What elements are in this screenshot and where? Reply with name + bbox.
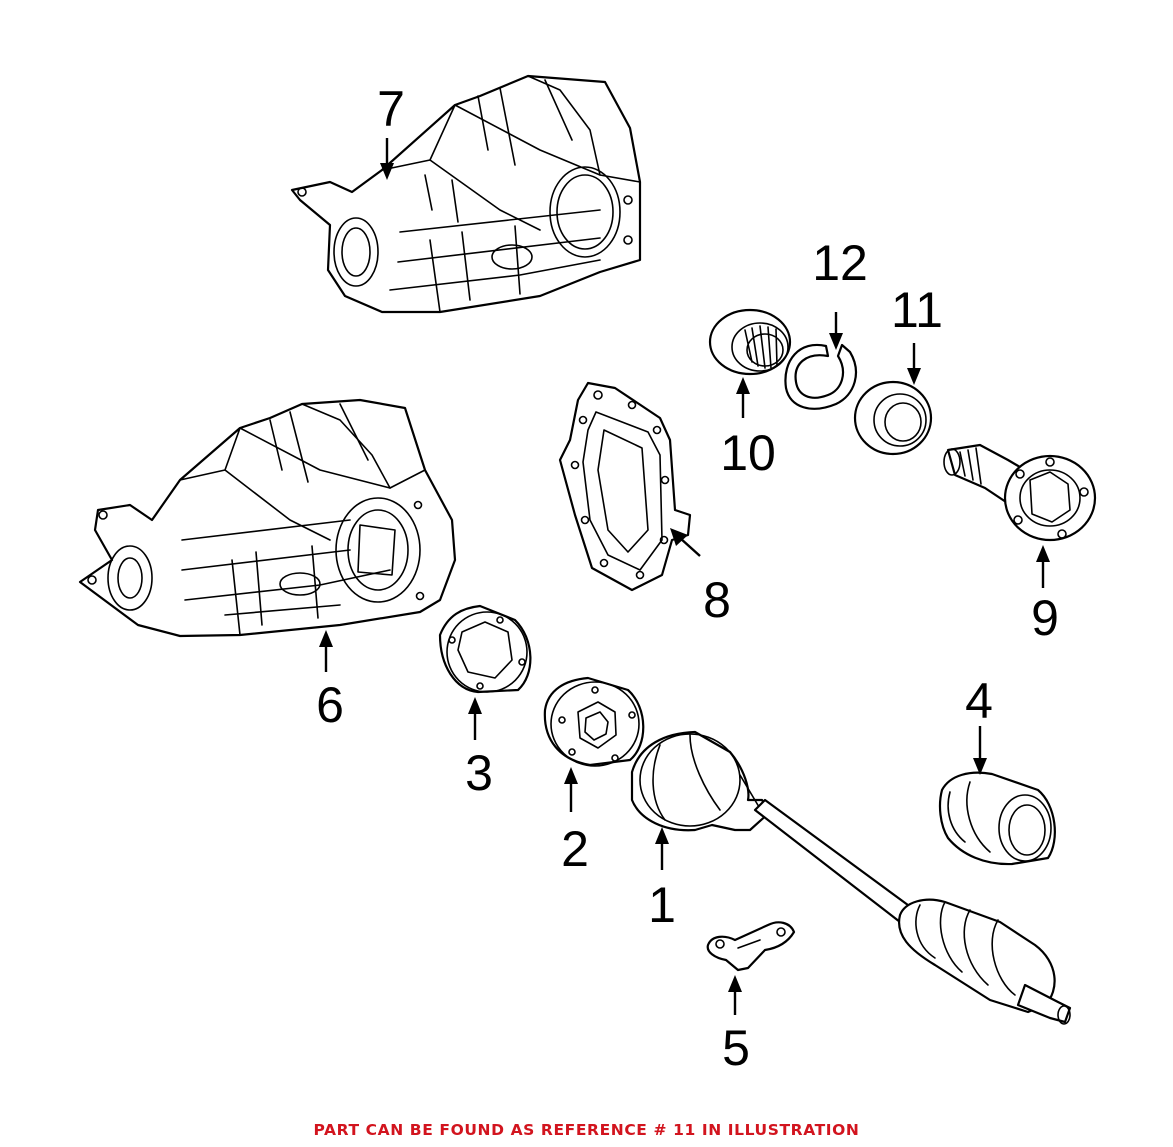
callout-9: 9 [1031, 590, 1059, 646]
part-3-cv-joint[interactable] [438, 604, 532, 694]
reference-note: PART CAN BE FOUND AS REFERENCE # 11 IN I… [313, 1121, 860, 1139]
callout-6: 6 [316, 677, 344, 733]
part-6-differential-assembly[interactable] [78, 398, 457, 638]
part-5-clamp-bracket[interactable] [706, 921, 796, 972]
callout-3: 3 [465, 745, 493, 801]
callout-7: 7 [377, 81, 405, 137]
part-7-differential-housing-upper[interactable] [290, 74, 642, 314]
part-4-boot[interactable] [938, 771, 1056, 866]
part-11-seal[interactable] [853, 380, 933, 456]
callout-8: 8 [703, 572, 731, 628]
callout-12: 12 [812, 235, 868, 291]
callout-11: 11 [891, 282, 943, 338]
part-8-cover-plate[interactable] [558, 381, 692, 592]
callout-10: 10 [720, 425, 776, 481]
part-1-axle-shaft[interactable] [630, 730, 1072, 1025]
callout-1: 1 [648, 877, 676, 933]
part-12-snap-ring[interactable] [784, 343, 858, 410]
part-9-flange-shaft[interactable] [943, 443, 1097, 542]
callout-5: 5 [722, 1020, 750, 1076]
part-2-cv-joint[interactable] [543, 676, 645, 767]
callout-4: 4 [965, 673, 993, 729]
callout-arrows [319, 138, 1050, 1015]
callout-2: 2 [561, 821, 589, 877]
part-10-bearing[interactable] [708, 308, 792, 376]
